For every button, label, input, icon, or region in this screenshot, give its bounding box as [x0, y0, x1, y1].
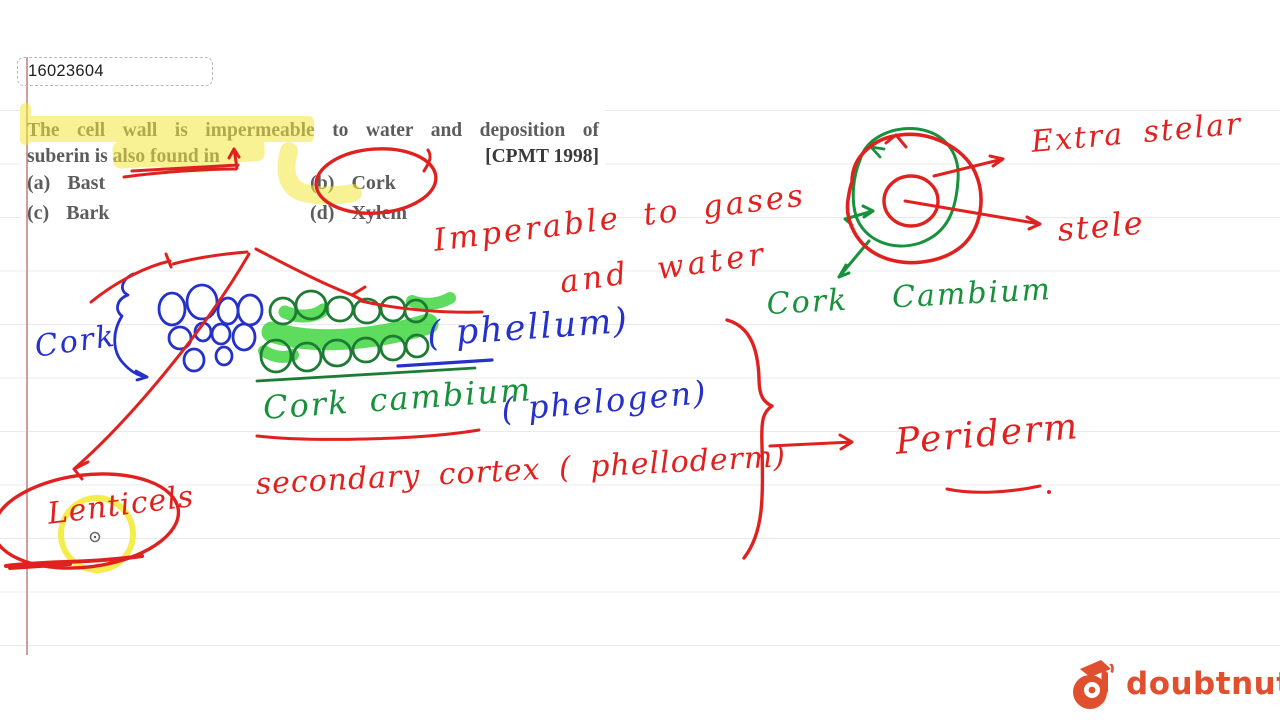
- periderm-brace-arrow: [768, 433, 854, 451]
- question-id-box: 16023604: [17, 57, 213, 86]
- cap-tassel: [1109, 663, 1114, 673]
- blue-pen-strokes: [113, 272, 494, 382]
- lenticels-underline: [4, 554, 144, 570]
- notebook-margin-line: [26, 57, 28, 655]
- highlight-swirl: [153, 127, 241, 173]
- option-b-circle-tail: [422, 148, 432, 173]
- stele-arrow: [903, 199, 1042, 231]
- periderm-brace: [725, 318, 774, 560]
- imperable-underline: [359, 299, 484, 314]
- cork-cambium-underline-red: [255, 428, 481, 441]
- diagram-outer-ring: [845, 132, 983, 265]
- diagonal-to-lenticels: [72, 252, 251, 481]
- graduation-cap: [1080, 660, 1111, 677]
- diagram-label-stele: stele: [1055, 203, 1147, 249]
- diagram-green: [837, 127, 960, 279]
- option-a-label: (a): [27, 172, 51, 194]
- red-pen-strokes: [0, 132, 1051, 570]
- option-a: (a) Bast: [27, 172, 310, 195]
- option-d-label: (d): [310, 202, 335, 224]
- green-highlighter-marks: [258, 292, 456, 363]
- option-b-text: Cork: [351, 172, 396, 194]
- foundin-up-arrow: [227, 147, 241, 170]
- lenticels-circle: [0, 472, 181, 570]
- option-c: (c) Bark: [27, 202, 310, 225]
- cursor[interactable]: [89, 531, 101, 543]
- highlight-question-line1: [22, 116, 314, 142]
- periderm-underline-dot: [1047, 490, 1051, 494]
- highlight-margin-tick: [20, 103, 31, 145]
- diagram-outer-ring-tick: [884, 133, 908, 149]
- green-pen-strokes: [255, 127, 960, 383]
- doubtnut-logo[interactable]: doubtnut: [1068, 656, 1280, 712]
- cork-brace-arrowhead: [134, 369, 149, 382]
- diagram-red: [845, 132, 1042, 265]
- diagram-label-cork: Cork: [765, 282, 850, 322]
- highlight-lenticels-ring: [58, 495, 136, 573]
- phellum-underline-blue: [396, 358, 494, 368]
- question-source-tag: [CPMT 1998]: [485, 146, 599, 167]
- periderm-underline: [945, 484, 1042, 494]
- diagram-green-ring-hook: [869, 145, 886, 159]
- phellem-cells-green: [259, 289, 430, 374]
- doubtnut-logo-icon: [1073, 660, 1114, 709]
- option-a-text: Bast: [67, 172, 106, 194]
- phellem-underline-green: [255, 366, 477, 383]
- diagram-small-green-arrow: [843, 204, 875, 227]
- yellow-highlighter-marks: [20, 103, 362, 205]
- tent-left-curve: [89, 259, 172, 304]
- doubtnut-logo-text: doubtnut: [1126, 666, 1280, 702]
- sweep-curve: [254, 247, 367, 302]
- highlight-option-b: [277, 142, 362, 205]
- cork-cells-blue: [157, 283, 264, 373]
- option-b-circle: [314, 147, 438, 215]
- cork-brace-arrow: [113, 272, 149, 379]
- foundin-underline: [122, 163, 240, 179]
- question-id: 16023604: [28, 62, 104, 80]
- option-c-label: (c): [27, 202, 50, 224]
- extrastelar-arrow: [932, 154, 1005, 178]
- diagram-inner-circle: [882, 174, 940, 228]
- tent-top-line: [164, 250, 249, 269]
- option-c-text: Bark: [66, 202, 110, 224]
